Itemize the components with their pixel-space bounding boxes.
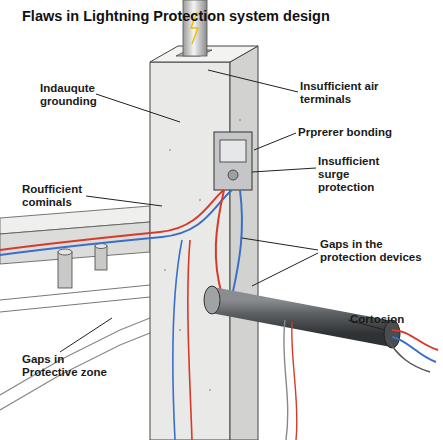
conduit-pipe-part: [388, 340, 430, 372]
conduit-pipe-part: [392, 337, 436, 362]
leader-lines-part: [60, 318, 112, 352]
callout-label: Gaps in Protective zone: [22, 353, 122, 379]
pillar-part: [169, 149, 171, 151]
beam-part: [0, 333, 150, 410]
pillar: [150, 46, 258, 440]
conduit-pipe-part: [204, 286, 220, 314]
wires-part: [216, 190, 224, 295]
leader-lines-part: [254, 133, 296, 150]
surge-device-part: [214, 132, 252, 190]
beam-part: [0, 222, 150, 264]
beam-part: [0, 285, 150, 300]
pillar-part: [164, 269, 166, 271]
pillar-part: [230, 46, 258, 440]
wires-part: [188, 240, 192, 440]
beam-part: [0, 297, 150, 312]
leader-lines: [60, 70, 385, 352]
callout-label: Prprerer bonding: [298, 126, 418, 139]
leader-lines-part: [252, 168, 316, 172]
leader-lines-part: [86, 196, 162, 206]
leader-lines-part: [208, 70, 298, 92]
pillar-part: [199, 199, 201, 201]
callout-label: Roufficient cominals: [22, 183, 92, 209]
leader-lines-part: [252, 253, 318, 286]
pillar-part: [209, 389, 211, 391]
surge-device-part: [228, 170, 238, 180]
air-terminal-cylinders-part: [95, 246, 107, 270]
callout-label: Indauqute grounding: [40, 82, 106, 108]
pillar-part: [150, 62, 230, 440]
callout-label: Insufficient air terminals: [300, 80, 400, 106]
beam-part: [0, 318, 150, 395]
wires-part: [173, 240, 182, 440]
air-terminal-cylinders-part: [58, 252, 72, 288]
leader-lines-part: [96, 94, 180, 122]
beam: [0, 206, 150, 410]
diagram-title: Flaws in Lightning Protection system des…: [22, 7, 330, 25]
pillar-part: [239, 119, 241, 121]
leader-lines-part: [242, 238, 318, 250]
air-terminal-cylinders-part: [58, 249, 72, 255]
surge-device-part: [220, 140, 246, 162]
wires: [0, 190, 242, 440]
callout-label: Gaps in the protection devices: [320, 238, 440, 264]
air-terminal-cylinders: [58, 244, 107, 289]
conduit-pipe-part: [284, 320, 288, 440]
callout-label: Cortosion: [350, 313, 440, 326]
pillar-part: [179, 329, 181, 331]
wires-part: [232, 190, 242, 296]
surge-device: [214, 132, 252, 190]
conduit-pipe: [204, 286, 438, 440]
callout-label: Insufficient surge protection: [318, 155, 398, 194]
conduit-pipe-part: [292, 322, 297, 440]
